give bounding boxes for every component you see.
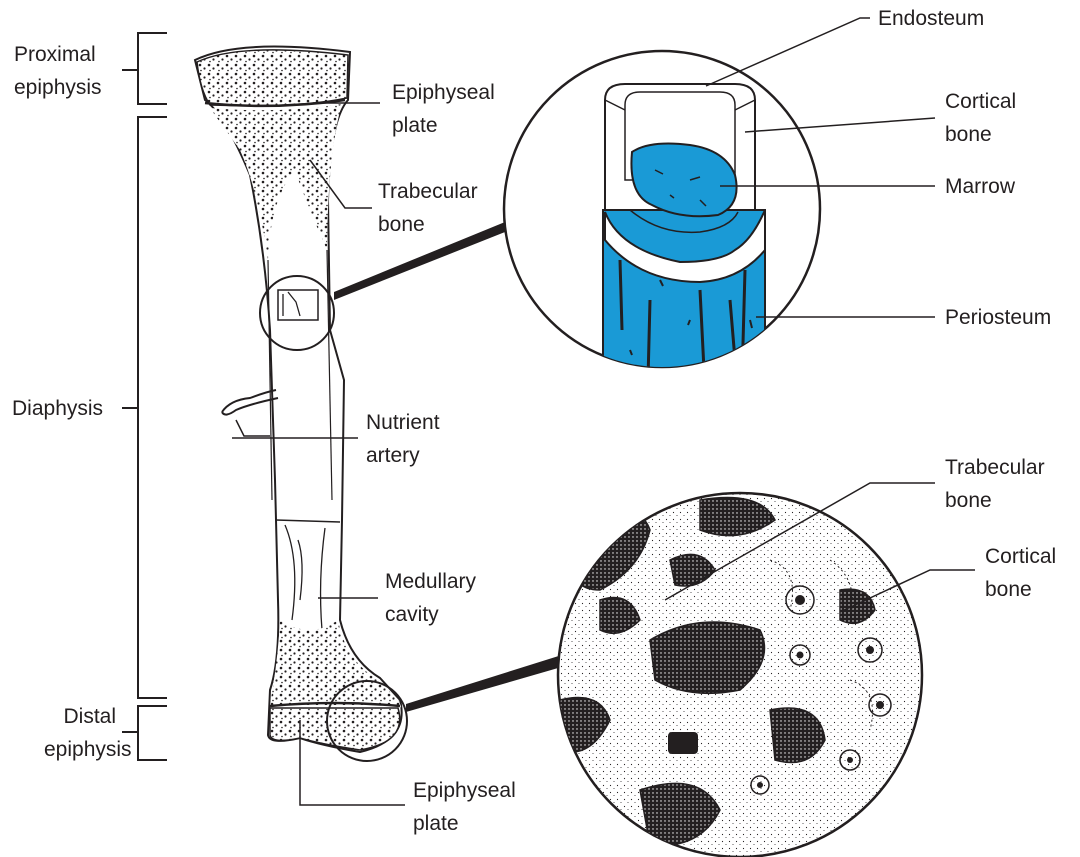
label-epiphyseal-plate-bottom: Epiphyseal plate [413, 774, 516, 840]
label-marrow: Marrow [945, 170, 1015, 203]
label-medullary-cavity: Medullary cavity [385, 565, 476, 631]
label-line: epiphysis [14, 71, 102, 104]
proximal-epiphysis-bracket [122, 33, 167, 104]
periosteum-column [603, 210, 765, 400]
label-line: Epiphyseal [392, 76, 495, 109]
label-line: plate [413, 807, 516, 840]
label-proximal-epiphysis: Proximal epiphysis [14, 38, 102, 104]
label-line: Nutrient [366, 406, 440, 439]
proximal-epiphysis-spongy [197, 50, 348, 106]
label-line: Diaphysis [12, 392, 103, 425]
label-line: Marrow [945, 170, 1015, 203]
label-line: epiphysis [44, 733, 116, 766]
label-line: bone [945, 484, 1045, 517]
nutrient-artery-vessel [222, 390, 278, 415]
label-line: cavity [385, 598, 476, 631]
label-line: bone [378, 208, 478, 241]
label-nutrient-artery: Nutrient artery [366, 406, 440, 472]
diaphysis-bracket [122, 117, 167, 698]
label-line: bone [945, 118, 1016, 151]
label-line: Trabecular [945, 451, 1045, 484]
label-line: Periosteum [945, 301, 1051, 334]
distal-trabecular [270, 620, 401, 708]
label-periosteum: Periosteum [945, 301, 1051, 334]
label-line: plate [392, 109, 495, 142]
label-line: artery [366, 439, 440, 472]
label-trabecular-bone-right: Trabecular bone [945, 451, 1045, 517]
label-trabecular-bone-left: Trabecular bone [378, 175, 478, 241]
shaft-cut-section [278, 290, 318, 320]
trabecular-section-magnified [558, 493, 922, 857]
label-epiphyseal-plate-top: Epiphyseal plate [392, 76, 495, 142]
label-line: Cortical [985, 540, 1056, 573]
label-cortical-bone-top: Cortical bone [945, 85, 1016, 151]
label-line: Trabecular [378, 175, 478, 208]
label-endosteum: Endosteum [878, 2, 984, 35]
label-line: Cortical [945, 85, 1016, 118]
label-line: Proximal [14, 38, 102, 71]
label-line: Endosteum [878, 2, 984, 35]
label-cortical-bone-right: Cortical bone [985, 540, 1056, 606]
zoom-connector-bottom [406, 654, 565, 712]
label-line: Distal [44, 700, 116, 733]
label-distal-epiphysis: Distal epiphysis [44, 700, 116, 766]
label-line: Epiphyseal [413, 774, 516, 807]
label-diaphysis: Diaphysis [12, 392, 103, 425]
long-bone-illustration [195, 47, 407, 761]
leader-endosteum [706, 18, 870, 86]
label-line: bone [985, 573, 1056, 606]
label-line: Medullary [385, 565, 476, 598]
cortical-section-magnified [504, 51, 820, 400]
